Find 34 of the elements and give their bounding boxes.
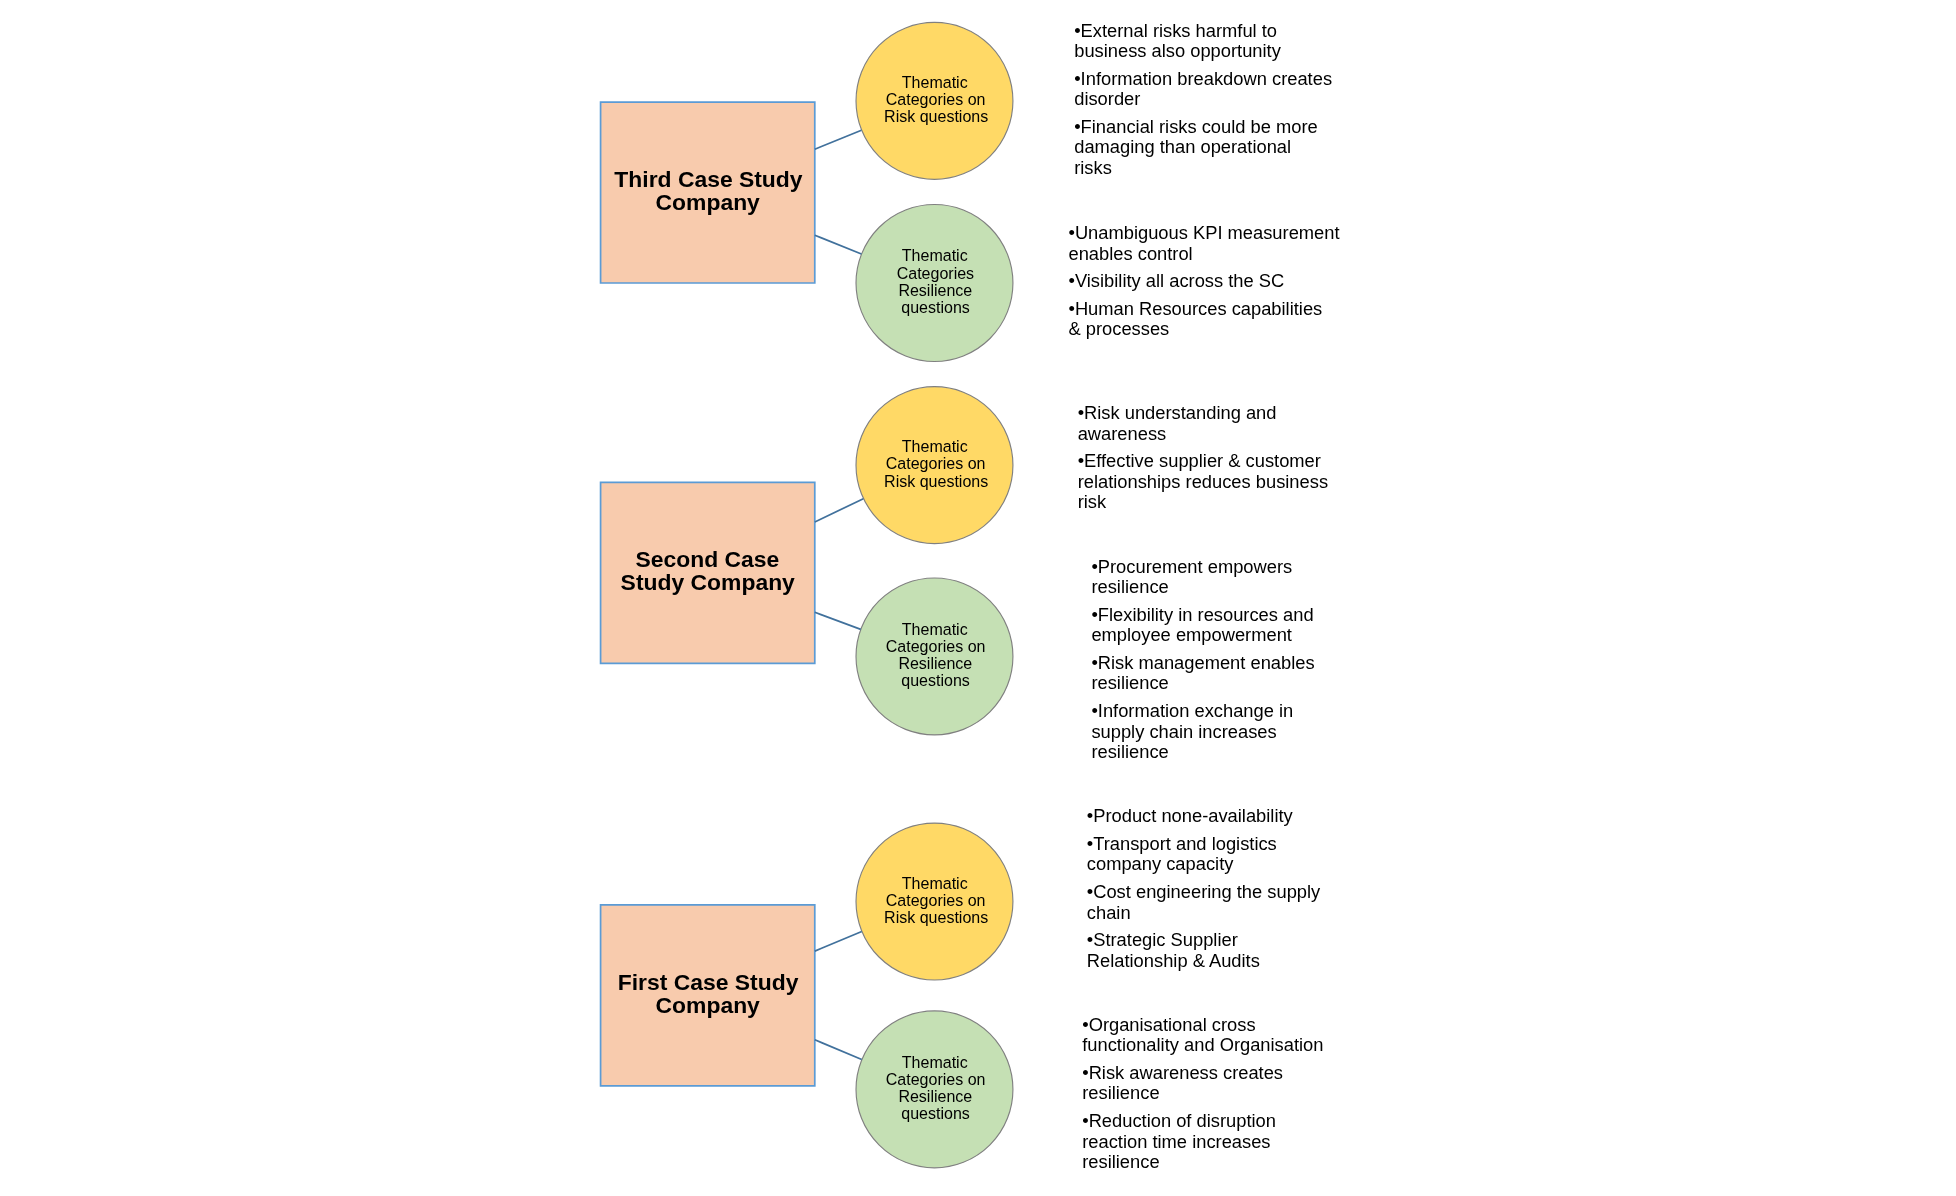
node-circle: Thematic Categories on Risk questions — [855, 386, 1014, 545]
node-label: •Transport and logistics company capacity — [1086, 832, 1277, 875]
node-label: •Financial risks could be more damaging than operational risks — [1074, 115, 1318, 178]
node-label: •Information exchange in supply chain increases resilience — [1091, 699, 1294, 763]
node-label: •External risks harmful to business also opportunity — [1074, 19, 1281, 62]
connector — [813, 930, 863, 952]
node-circle: Thematic Categories on Risk questions — [855, 21, 1014, 180]
node-circle: Thematic Categories on Resilience questions — [855, 1010, 1014, 1169]
connector — [813, 611, 862, 631]
node-circle: Thematic Categories on Resilience questions — [855, 577, 1014, 736]
node-label: •Risk understanding and awareness — [1077, 402, 1277, 444]
node-circle: Thematic Categories Resilience questions — [855, 203, 1014, 363]
node-label: •Product none-availability — [1086, 805, 1293, 827]
connector — [813, 497, 865, 523]
node-label: •Risk awareness creates resilience — [1082, 1061, 1284, 1104]
connector — [813, 1038, 863, 1061]
node-label: •Strategic Supplier Relationship & Audits — [1086, 928, 1260, 971]
node-label: •Visibility all across the SC — [1068, 270, 1285, 292]
node-label: •Organisational cross functionality and Organisation — [1082, 1013, 1324, 1056]
node-circle: Thematic Categories on Risk questions — [855, 822, 1014, 981]
connector — [813, 129, 863, 151]
connector — [813, 234, 863, 255]
node-label: •Cost engineering the supply chain — [1086, 880, 1321, 923]
node-label: •Information breakdown creates disorder — [1074, 67, 1333, 110]
node-box: Second Case Study Company — [599, 481, 816, 665]
node-label: •Unambiguous KPI measurement enables control — [1068, 222, 1340, 264]
node-box: Third Case Study Company — [599, 101, 816, 284]
node-label: •Reduction of disruption reaction time increases resilience — [1082, 1109, 1276, 1173]
node-label: •Procurement empowers resilience — [1091, 555, 1293, 598]
node-label: •Flexibility in resources and employee empowerment — [1091, 603, 1314, 646]
node-label: •Effective supplier & customer relationships reduces business risk — [1077, 450, 1329, 513]
node-box: First Case Study Company — [599, 904, 816, 1087]
node-label: •Human Resources capabilities & processes — [1068, 297, 1323, 340]
node-label: •Risk management enables resilience — [1091, 651, 1315, 694]
